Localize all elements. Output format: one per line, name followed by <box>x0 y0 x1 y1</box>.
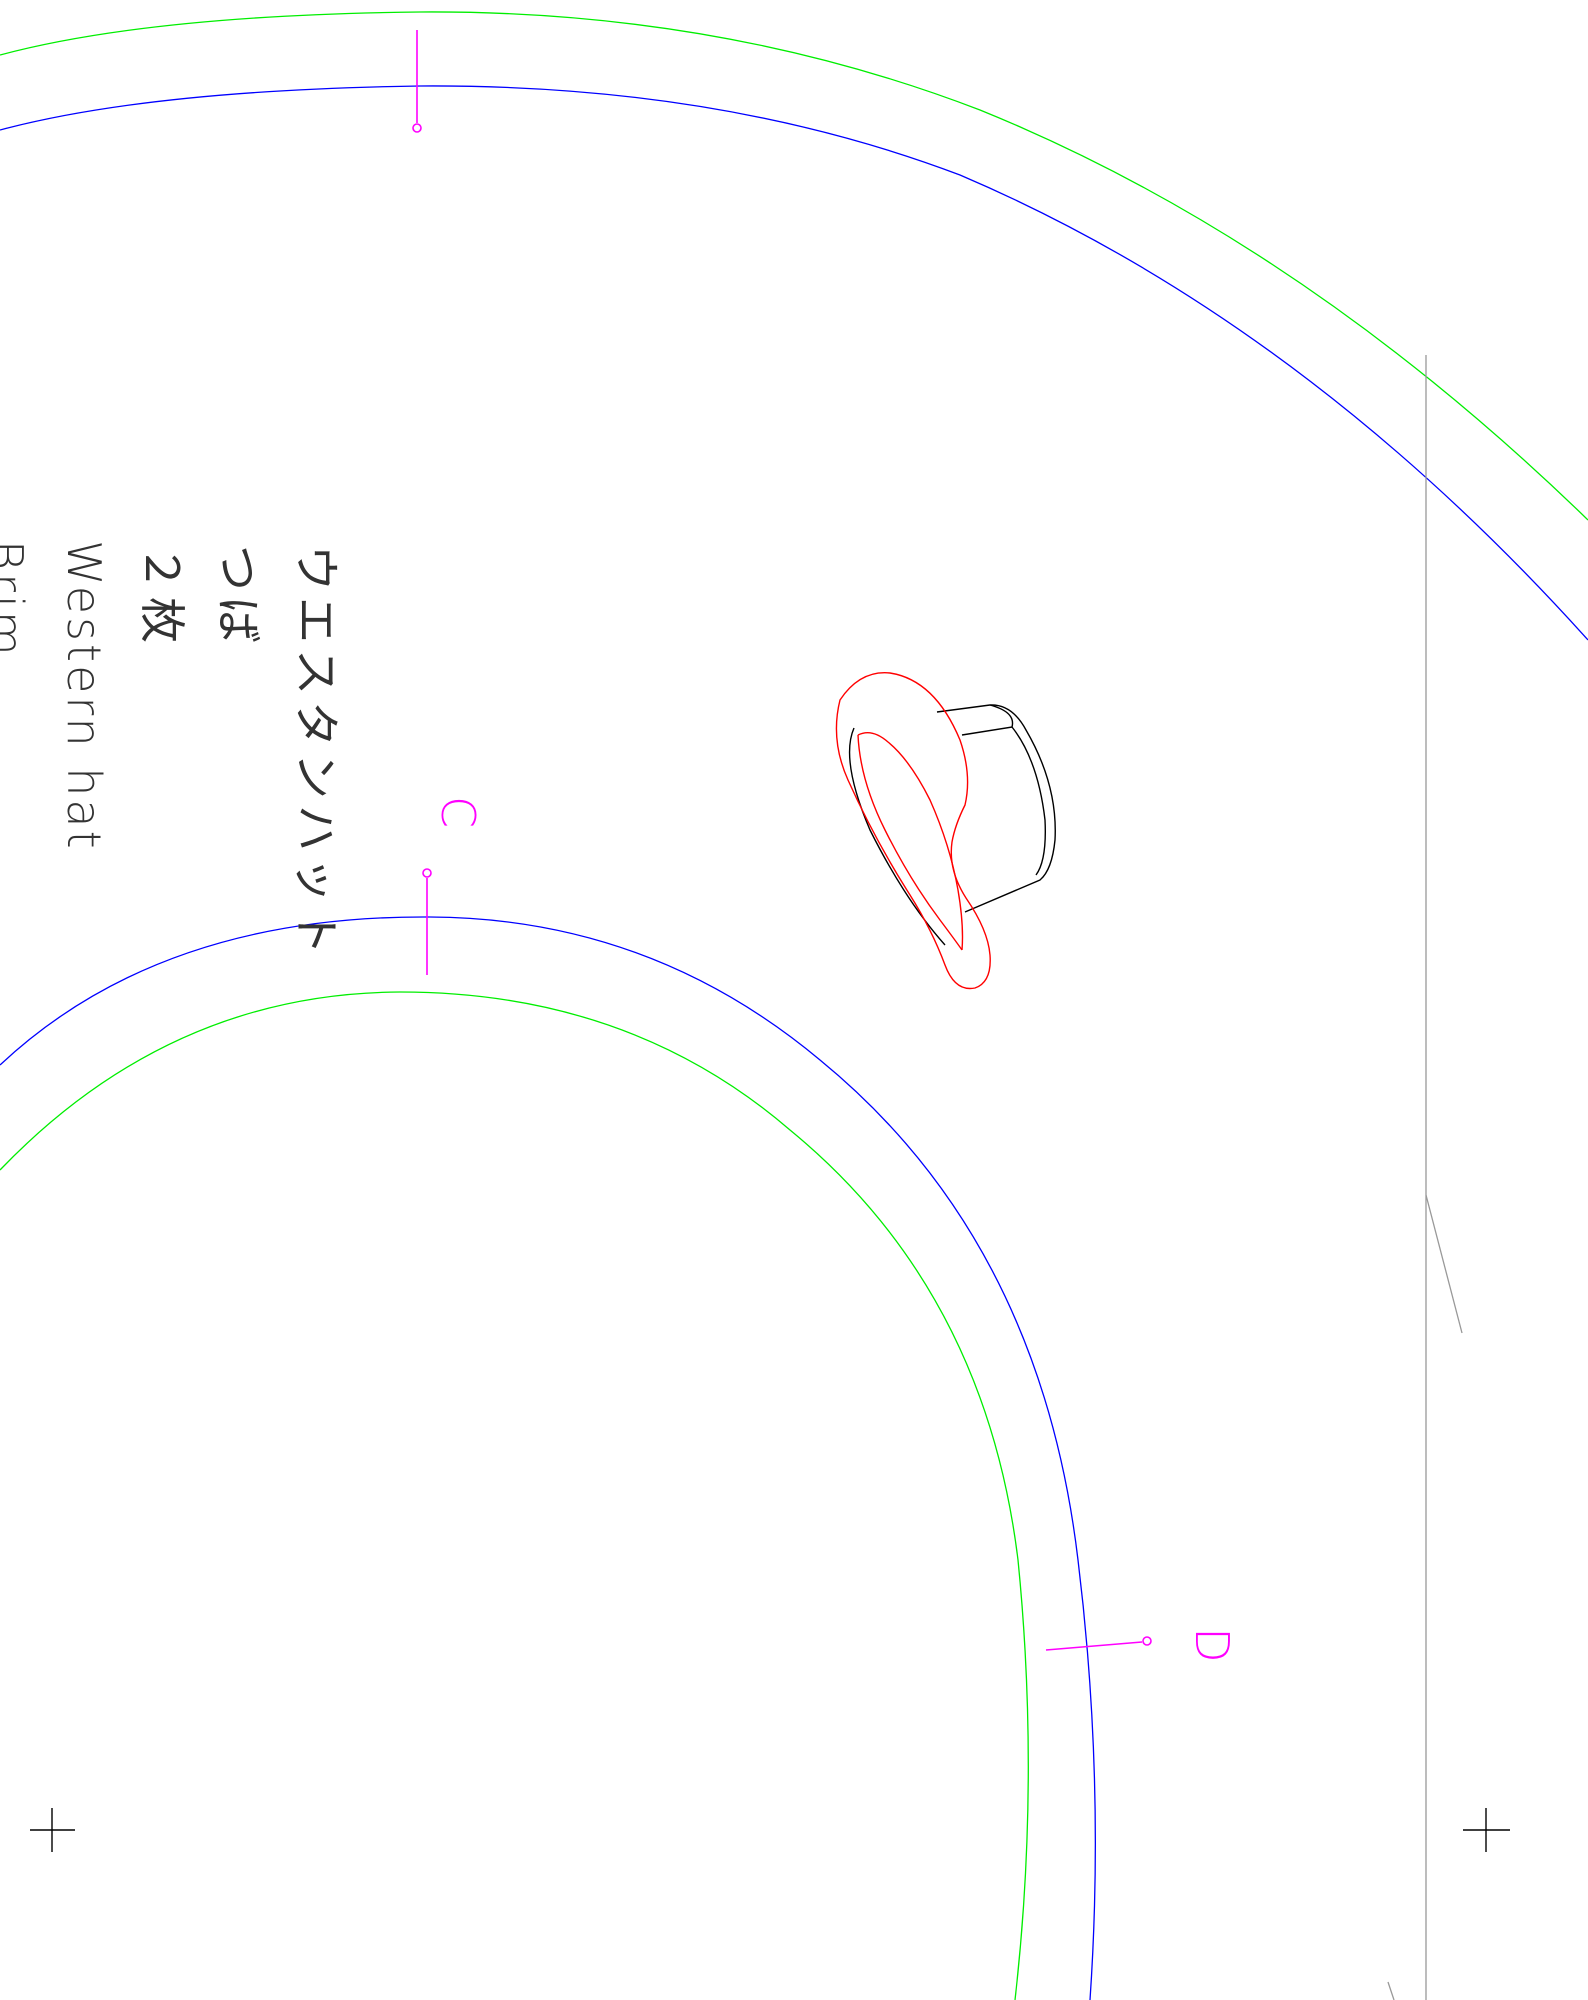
outer-seam-line <box>0 85 1588 641</box>
registration-mark-left <box>30 1808 75 1852</box>
pattern-title-ja: ウエスタンハット <box>289 545 343 961</box>
notch-marker-c: C <box>422 796 485 975</box>
pattern-title-en: Western hat <box>57 540 111 852</box>
guide-line-diagonal <box>1425 1194 1463 1334</box>
marker-label-c: C <box>431 796 485 828</box>
outer-cutting-line <box>0 11 1588 521</box>
guide-line-corner <box>1387 1981 1395 2000</box>
notch-marker-top <box>412 30 422 133</box>
pattern-part-ja: つば <box>211 545 265 649</box>
inner-seam-line <box>0 916 1097 2000</box>
registration-mark-right <box>1463 1808 1510 1852</box>
inner-cutting-line <box>0 991 1029 2000</box>
pattern-part-en: Brim <box>0 540 33 659</box>
notch-marker-d: D <box>1045 1627 1239 1663</box>
pattern-quantity-ja: ２枚 <box>135 545 189 649</box>
western-hat-icon <box>835 672 1056 990</box>
marker-label-d: D <box>1185 1627 1239 1662</box>
